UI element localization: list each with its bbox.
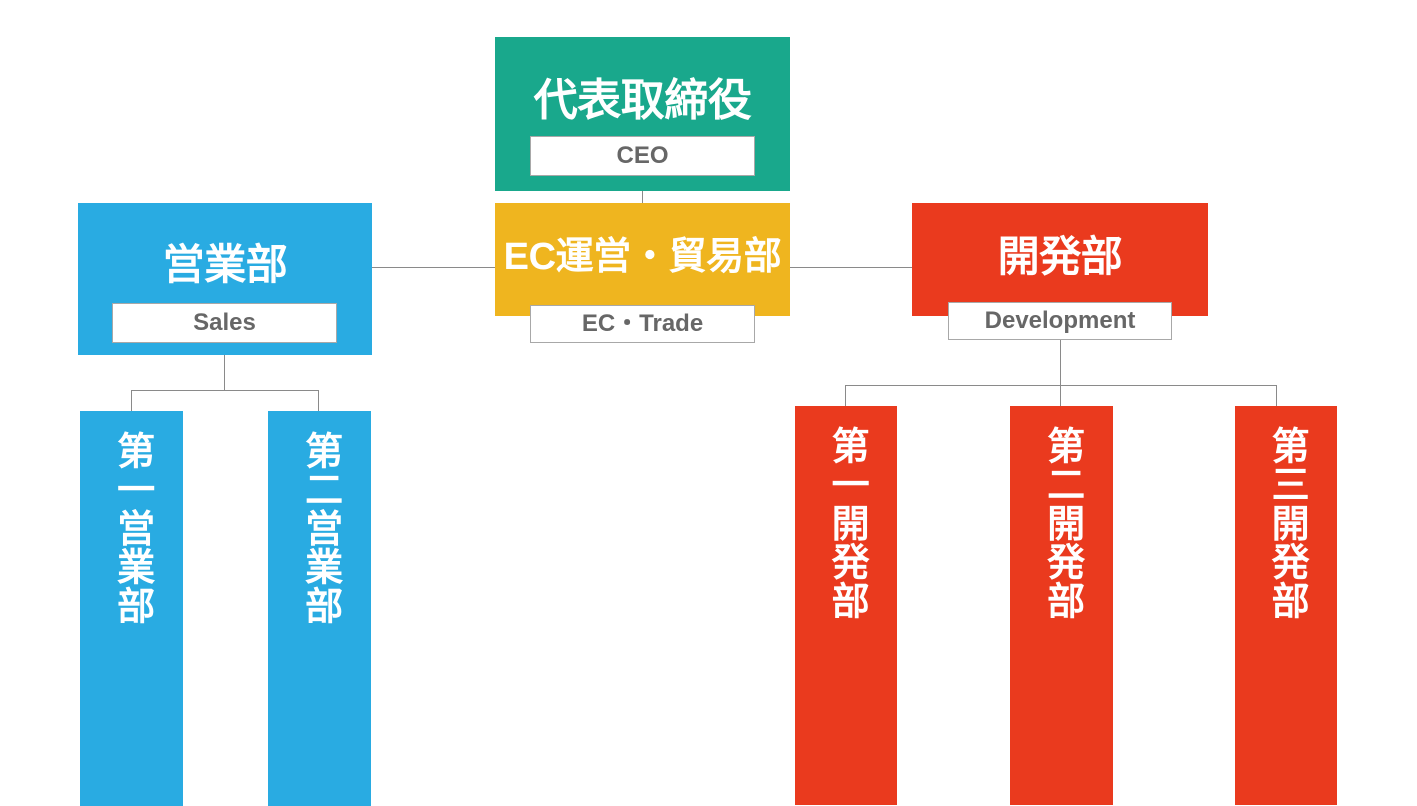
connector-sales-drop (224, 343, 225, 390)
node-sales-title: 営業部 (162, 241, 288, 288)
connector-sales-bus (131, 390, 318, 391)
node-development-child-3[interactable]: 第三開発部 (1235, 406, 1337, 805)
node-development[interactable]: 開発部 (912, 203, 1208, 316)
connector-sales-child2-drop (318, 390, 319, 412)
node-development-caption[interactable]: Development (948, 302, 1172, 340)
node-ceo-caption[interactable]: CEO (530, 136, 755, 176)
node-ec-trade-title: EC運営・貿易部 (503, 235, 782, 278)
node-sales-child-1[interactable]: 第一営業部 (80, 411, 183, 806)
connector-sales-to-ec (372, 267, 496, 268)
connector-dev-child2-drop (1060, 385, 1061, 407)
node-development-title: 開発部 (997, 232, 1123, 280)
connector-dev-child3-drop (1276, 385, 1277, 407)
connector-dev-drop (1060, 340, 1061, 385)
node-ceo-title: 代表取締役 (533, 76, 752, 125)
node-development-child-1[interactable]: 第一開発部 (795, 406, 897, 805)
node-sales-caption[interactable]: Sales (112, 303, 337, 343)
connector-ec-to-dev (790, 267, 913, 268)
connector-dev-child1-drop (845, 385, 846, 407)
connector-sales-child1-drop (131, 390, 132, 412)
node-sales-child-2[interactable]: 第二営業部 (268, 411, 371, 806)
node-ec-trade[interactable]: EC運営・貿易部 (495, 203, 790, 316)
node-development-child-2[interactable]: 第二開発部 (1010, 406, 1113, 805)
node-ec-trade-caption[interactable]: EC・Trade (530, 305, 755, 343)
